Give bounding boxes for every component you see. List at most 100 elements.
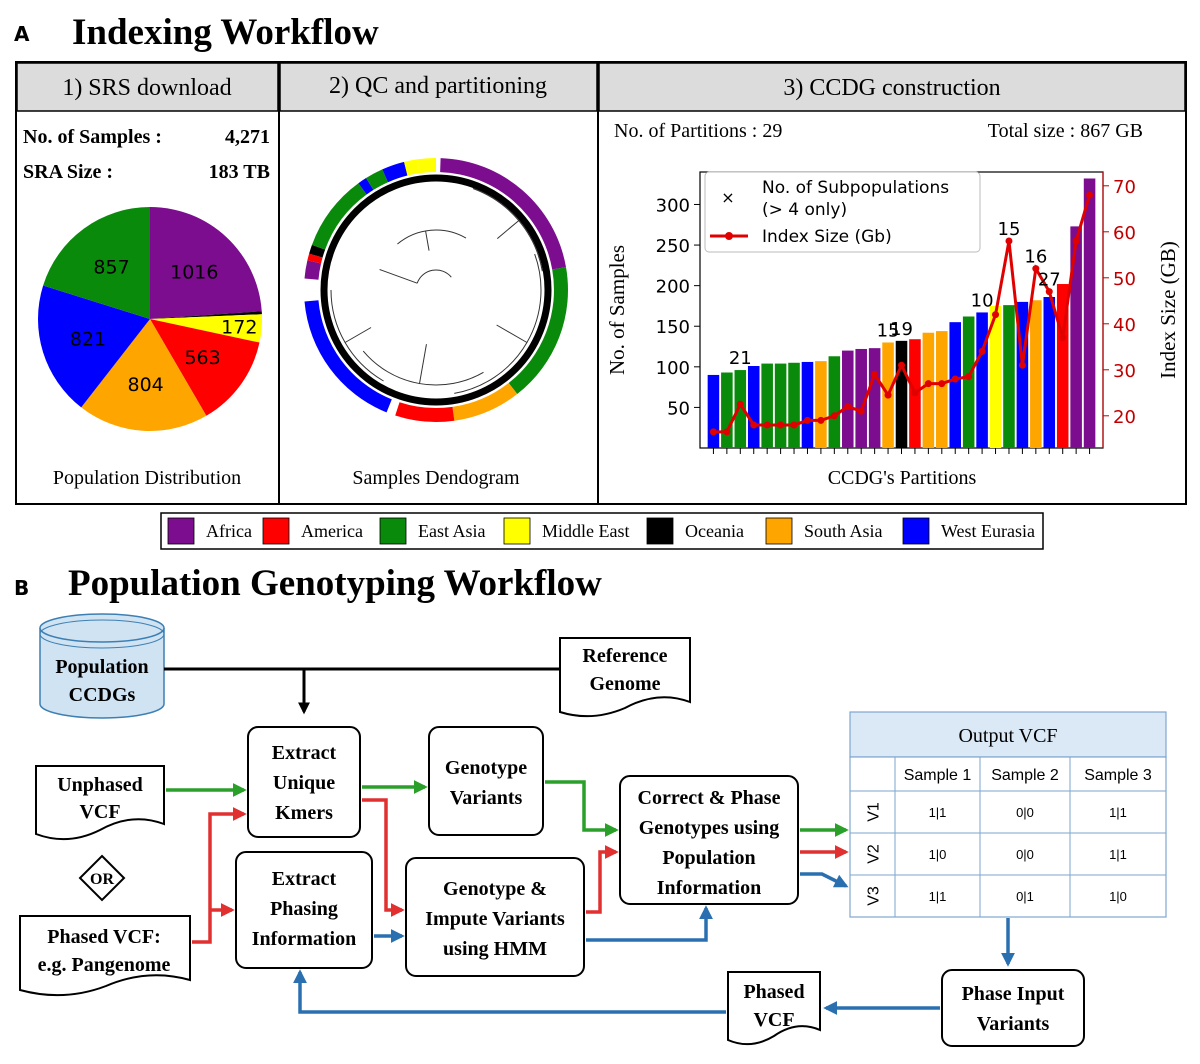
index-size-point: [911, 389, 919, 397]
table-column-header: Sample 1: [904, 767, 972, 784]
legend-swatch-middle-east: [503, 517, 531, 545]
legend-swatch-oceania: [646, 517, 674, 545]
table-cell: 1|0: [1109, 889, 1127, 904]
table-cell: 0|0: [1016, 805, 1034, 820]
index-size-point: [978, 347, 986, 355]
blue-arrow-phasedvcf-phasing: [293, 969, 726, 1014]
index-size-point: [1032, 265, 1040, 273]
phased-out-line2: VCF: [753, 1009, 794, 1031]
partition-bar: [721, 372, 733, 448]
table-column-header: Sample 2: [991, 767, 1059, 784]
samples-label: No. of Samples :: [23, 126, 162, 148]
index-size-point: [709, 428, 717, 436]
partition-bar: [868, 348, 881, 448]
y2-tick-label: 70: [1113, 177, 1136, 198]
table-cell: 1|0: [929, 847, 947, 862]
partition-bar: [841, 350, 854, 448]
dendro-branch: [419, 344, 427, 384]
y-axis-title: No. of Samples: [605, 245, 629, 375]
kmers-line3: Kmers: [275, 802, 333, 824]
phased-out-line1: Phased: [743, 981, 804, 1003]
index-size-point: [803, 416, 811, 424]
dendro-ring-segment: [440, 158, 566, 270]
partition-bar: [1083, 178, 1096, 448]
y-tick-label: 100: [656, 358, 690, 379]
dendro-ring-segment: [452, 382, 518, 421]
gv-line2: Variants: [450, 787, 523, 809]
pie-label: 857: [93, 257, 129, 279]
partition-bar: [1070, 226, 1082, 448]
partition-bar: [828, 356, 841, 448]
table-row-id: V3: [866, 886, 883, 906]
correct-phase-box: Correct & Phase Genotypes using Populati…: [619, 775, 799, 905]
panel-b-title: Population Genotyping Workflow: [68, 563, 602, 604]
legend-swatch-west-eurasia: [902, 517, 930, 545]
phasing-line3: Information: [252, 928, 356, 950]
correct-line1: Correct & Phase: [638, 787, 781, 809]
dendro-ring-segment: [404, 159, 420, 176]
partition-bar: [1003, 305, 1015, 448]
pie-label: 821: [70, 328, 106, 350]
correct-line3: Population: [662, 847, 755, 869]
partition-bar: [734, 370, 747, 448]
index-size-point: [884, 391, 892, 399]
legend-subpop-label: No. of Subpopulations: [762, 178, 949, 198]
index-size-point: [871, 370, 879, 378]
index-size-point: [750, 421, 758, 429]
blue-arrow-impute-correct: [586, 905, 713, 942]
index-size-point: [817, 416, 825, 424]
index-size-point: [857, 407, 865, 415]
phase-input-line2: Variants: [977, 1013, 1050, 1035]
dendro-branch-arc: [362, 350, 484, 386]
y2-tick-label: 30: [1113, 361, 1136, 382]
legend-label: East Asia: [418, 521, 486, 541]
reference-genome-document: Reference Genome: [559, 637, 691, 718]
panel-a-letter: A: [14, 22, 30, 46]
partition-bar: [855, 348, 867, 448]
impute-line1: Genotype &: [443, 878, 547, 900]
y-tick-label: 250: [656, 236, 690, 257]
blue-arrow-correct-table: [800, 872, 849, 888]
dendro-branch: [344, 327, 372, 343]
index-size-point: [1045, 288, 1053, 296]
legend-subpop-sublabel: (> 4 only): [762, 200, 847, 220]
table-cell: 0|1: [1016, 889, 1034, 904]
legend-label: South Asia: [804, 521, 883, 541]
y-tick-label: 150: [656, 317, 690, 338]
pie-slice-east-asia: [43, 207, 150, 319]
dendro-ring-segment: [311, 183, 367, 250]
srs-title: 1) SRS download: [62, 75, 231, 101]
bar-caption: CCDG's Partitions: [828, 467, 977, 489]
partition-bar: [895, 340, 908, 448]
correct-line4: Information: [657, 877, 761, 899]
panel-b-letter: B: [14, 576, 29, 600]
partition-bar: [761, 363, 773, 448]
correct-line2: Genotypes using: [639, 817, 780, 839]
partition-bar: [962, 316, 975, 448]
red-arrow-kmers-impute: [362, 798, 405, 917]
partitions-label: No. of Partitions : 29: [614, 120, 782, 142]
table-cell: 0|0: [1016, 847, 1034, 862]
index-size-point: [1086, 191, 1094, 199]
partition-bar: [815, 361, 827, 448]
phased-in-line1: Phased VCF:: [47, 926, 161, 948]
index-size-point: [965, 373, 973, 381]
y2-tick-label: 60: [1113, 223, 1136, 244]
legend-label: America: [301, 521, 363, 541]
y2-tick-label: 40: [1113, 315, 1136, 336]
pie-label: 804: [128, 374, 164, 396]
unphased-line1: Unphased: [57, 774, 143, 796]
table-row-id: V2: [866, 844, 883, 864]
partition-bar: [1016, 301, 1029, 448]
table-cell: 1|1: [929, 805, 947, 820]
subpop-annotation: 10: [971, 290, 994, 311]
legend-line-marker: [725, 232, 733, 240]
dendro-ring-segment: [304, 260, 322, 280]
phased-vcf-input-document: Phased VCF: e.g. Pangenome: [19, 915, 191, 997]
dendro-ring-segment: [307, 253, 323, 264]
dendro-branch: [496, 220, 520, 239]
legend-swatch-africa: [167, 517, 195, 545]
index-size-point: [1059, 334, 1067, 342]
red-arrow-phased-kmers: [192, 807, 247, 944]
